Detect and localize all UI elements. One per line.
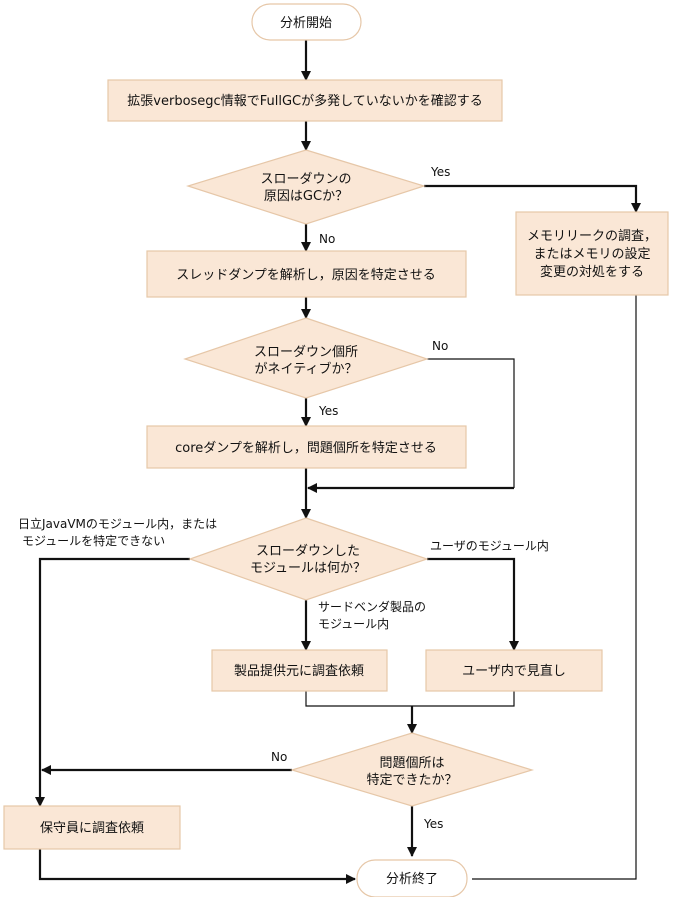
check-gc-process: 拡張verbosegc情報でFullGCが多発していないかを確認する (107, 79, 503, 122)
module-hitachi-label-line1: 日立JavaVMのモジュール内，または (18, 516, 217, 531)
module-vendor-label-line2: モジュール内 (318, 617, 389, 631)
found-no-label: No (271, 750, 287, 764)
module-decision-line2: モジュールは何か？ (250, 560, 366, 576)
module-hitachi-label-line2: モジュールを特定できない (22, 533, 165, 548)
memory-leak-line1: メモリリークの調査， (527, 229, 657, 244)
native-yes-label: Yes (318, 404, 338, 418)
native-no-label: No (432, 339, 448, 353)
end-label: 分析終了 (386, 871, 438, 887)
core-dump-box (146, 425, 467, 469)
native-decision-line2: がネイティブか？ (255, 361, 358, 377)
memory-leak-box (515, 211, 669, 296)
vendor-request-box (211, 649, 388, 692)
found-diamond (289, 732, 535, 807)
native-decision-line1: スローダウン個所 (254, 345, 358, 360)
found-decision-line2: 特定できたか？ (366, 773, 457, 788)
module-vendor-label-line1: サードベンダ製品の (318, 599, 426, 614)
edge-gc-yes (424, 184, 641, 213)
end-node: 分析終了 (356, 859, 468, 897)
native-decision: スローダウン個所 がネイティブか？ (183, 317, 429, 399)
thread-dump-box (146, 250, 467, 298)
maintainer-request-box (3, 805, 181, 850)
module-user-label: ユーザのモジュール内 (430, 539, 549, 553)
module-decision-line1: スローダウンした (256, 544, 360, 559)
found-decision: 問題個所は 特定できたか？ (289, 732, 535, 807)
thread-dump-process: スレッドダンプを解析し，原因を特定させる (146, 250, 467, 298)
start-node: 分析開始 (251, 3, 362, 41)
user-review-label: ユーザ内で見直し (462, 663, 566, 679)
user-review-box (425, 649, 603, 692)
connectors (35, 40, 641, 884)
gc-decision-line1: スローダウンの (260, 172, 351, 187)
gc-diamond (185, 149, 427, 225)
gc-decision: スローダウンの 原因はGCか？ (185, 149, 427, 225)
edge-labels: Yes No No Yes 日立JavaVMのモジュール内，または モジュールを… (18, 165, 549, 831)
edge-module-hitachi (35, 557, 190, 807)
memory-leak-process: メモリリークの調査， またはメモリの設定 変更の対処をする (515, 211, 669, 296)
core-dump-label: coreダンプを解析し，問題個所を特定させる (175, 441, 437, 456)
core-dump-process: coreダンプを解析し，問題個所を特定させる (146, 425, 467, 469)
start-label: 分析開始 (280, 16, 332, 31)
gc-decision-line2: 原因はGCか？ (264, 189, 348, 204)
vendor-request-process: 製品提供元に調査依頼 (211, 649, 388, 692)
module-diamond (188, 517, 429, 601)
memory-leak-line3: 変更の対処をする (540, 264, 644, 280)
gc-no-label: No (319, 232, 335, 246)
vendor-request-label: 製品提供元に調査依頼 (234, 663, 364, 679)
edge-merge (305, 691, 515, 707)
thread-dump-label: スレッドダンプを解析し，原因を特定させる (176, 268, 436, 283)
found-yes-label: Yes (423, 817, 443, 831)
end-terminal (356, 859, 468, 897)
edge-memory-to-end (472, 295, 637, 880)
native-diamond (183, 317, 429, 399)
module-decision: スローダウンした モジュールは何か？ (188, 517, 429, 601)
check-gc-label: 拡張verbosegc情報でFullGCが多発していないかを確認する (127, 93, 482, 109)
edge-native-no (427, 358, 515, 488)
user-review-process: ユーザ内で見直し (425, 649, 603, 692)
memory-leak-line2: またはメモリの設定 (533, 246, 650, 262)
maintainer-request-label: 保守員に調査依頼 (40, 821, 144, 836)
edge-module-user (427, 557, 519, 651)
start-terminal (251, 3, 362, 41)
edge-maintainer-to-end (38, 849, 356, 884)
gc-yes-label: Yes (430, 165, 450, 179)
maintainer-request-process: 保守員に調査依頼 (3, 805, 181, 850)
check-gc-box (107, 79, 503, 122)
found-decision-line1: 問題個所は (379, 756, 444, 771)
